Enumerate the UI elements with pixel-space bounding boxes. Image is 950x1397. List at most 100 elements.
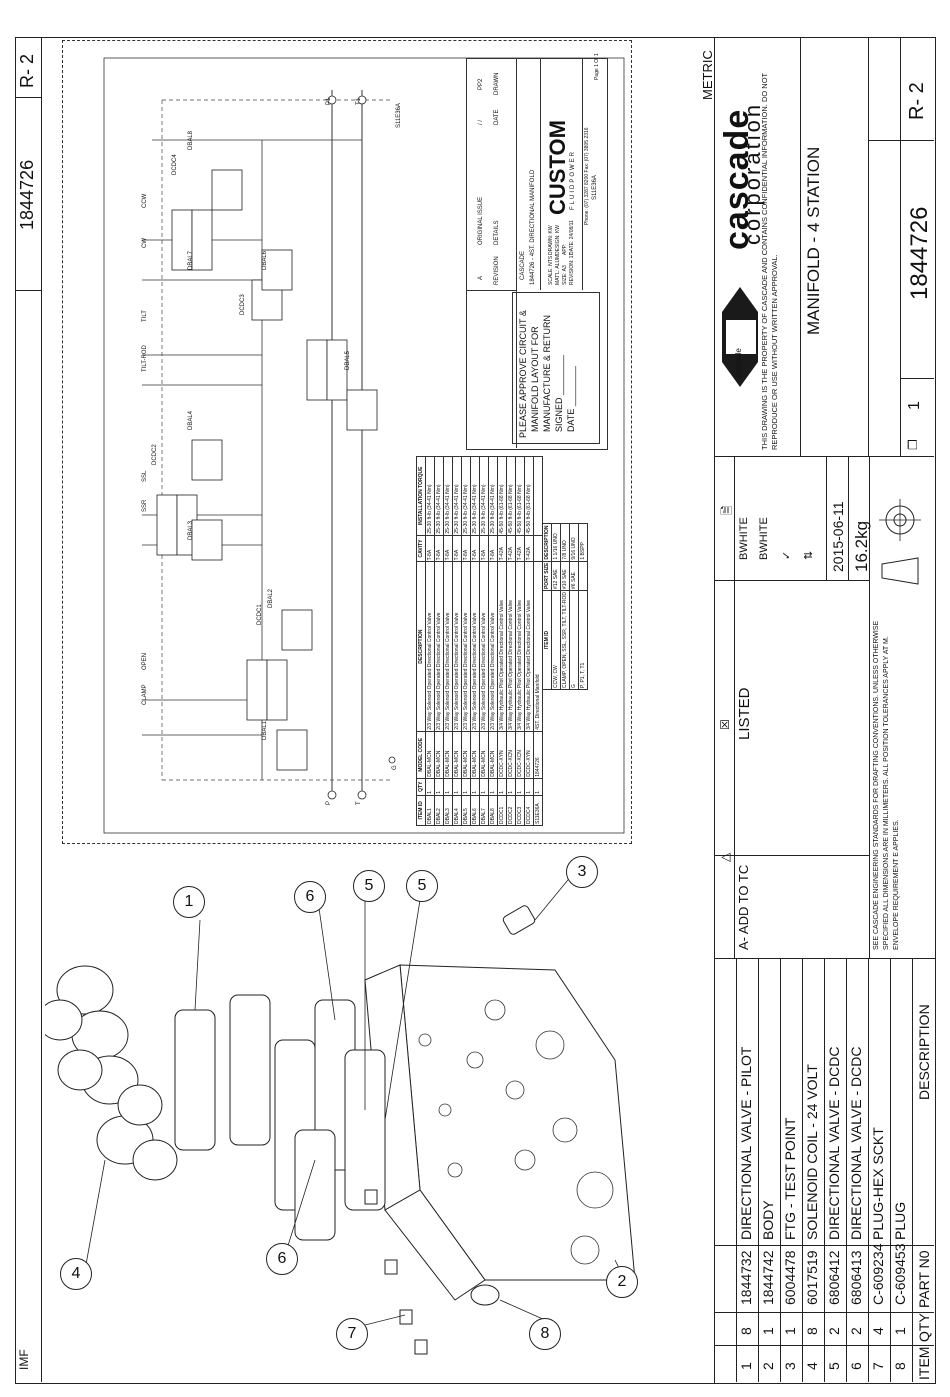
projection-symbol-icon — [875, 495, 925, 545]
check-icon: ✓ — [781, 550, 793, 560]
cascade-logo-icon — [718, 282, 763, 392]
metric-label: METRIC — [700, 50, 715, 100]
port-label-open: OPEN — [142, 652, 148, 670]
bom-row-3-desc: FTG - TEST POINT — [782, 1117, 798, 1240]
bom-header-part: PART N0 — [916, 1250, 932, 1308]
valve-label-dbal6: DBAL6 — [262, 250, 268, 270]
title-small-2: MAT'L: ALUM — [555, 254, 561, 285]
logo-text: cascade — [734, 348, 743, 378]
schematic-title-block — [466, 58, 608, 450]
callout-2: 2 — [606, 1266, 638, 1298]
valve-label-dcdc1: DCDC1 — [257, 604, 263, 625]
vendor-ref: S11E36A — [592, 175, 598, 200]
bom-row-6-part: 6806413 — [848, 1250, 864, 1305]
approval-box — [512, 292, 600, 444]
valve-label-dbal3: DBAL3 — [188, 520, 194, 540]
approval-line-1: PLEASE APPROVE CIRCUIT & — [518, 310, 528, 438]
callout-3: 3 — [566, 856, 598, 888]
doc-icon: 🗎 — [720, 505, 734, 515]
title-small-1: SCALE: NTS — [548, 255, 554, 285]
approval-line-3: MANUFACTURE & RETURN — [542, 314, 552, 432]
bom-header-qty: QTY — [916, 1313, 932, 1342]
callout-5a: 5 — [353, 870, 385, 902]
notes-area — [714, 456, 935, 958]
vendor-logo: CUSTOM — [545, 120, 570, 215]
valve-label-dbal8: DBAL8 — [188, 130, 194, 150]
title-small-8: DATE: 24/08/11 — [569, 220, 575, 255]
rev-col-revision: REVISION — [494, 256, 500, 285]
revision-tag-left: R- 2 — [17, 53, 37, 88]
title-small-5: DRAWN: KW — [548, 225, 554, 255]
schematic-customer: CASCADE — [520, 250, 526, 280]
callout-5b: 5 — [406, 870, 438, 902]
schematic-sheet — [62, 40, 632, 844]
drawing-number-title: 1844726 — [906, 206, 933, 300]
port-label-t: T — [356, 801, 362, 805]
standards-note: SEE CASCADE ENGINEERING STANDARDS FOR DR… — [873, 620, 900, 950]
bom-row-6-desc: DIRECTIONAL VALVE - DCDC — [848, 1046, 864, 1240]
confidentiality-note: THIS DRAWING IS THE PROPERTY OF CASCADE … — [760, 73, 779, 450]
sheet-number: 1 — [906, 401, 923, 410]
bom-row-4-item: 4 — [804, 1362, 820, 1370]
bom-row-4-qty: 8 — [804, 1327, 820, 1335]
rev-col-details: DETAILS — [494, 220, 500, 245]
bom-row-7-part: C-609234 — [870, 1243, 886, 1306]
color-code-2: BWHITE — [758, 517, 770, 560]
callout-6a: 6 — [294, 881, 326, 913]
port-label-ssl: SSL — [142, 470, 148, 482]
port-label-ssr: SSR — [142, 499, 148, 512]
bom-row-8-item: 8 — [892, 1362, 908, 1370]
left-strip — [15, 37, 42, 1382]
revision-note: A- ADD TO TC — [736, 864, 751, 950]
title-small-6: DESIGN: KW — [555, 224, 561, 255]
valve-label-dcdc4: DCDC4 — [172, 154, 178, 175]
vendor-phone: Phone: (07) 3287 8200 Fax: (07) 3805 231… — [584, 127, 590, 225]
bom-row-5-item: 5 — [826, 1362, 842, 1370]
rev-date: / / — [478, 119, 484, 125]
bom-row-4-desc: SOLENOID COIL - 24 VOLT — [804, 1064, 820, 1240]
bom-row-8-qty: 1 — [892, 1327, 908, 1335]
port-label-tilt-rod: TILT-ROD — [142, 345, 148, 372]
valve-label-dbal2: DBAL2 — [268, 588, 274, 608]
bom-row-8-part: C-609453 — [892, 1243, 908, 1306]
schematic-part-ref: S11E36A — [396, 103, 402, 128]
valve-label-dbal7: DBAL7 — [188, 250, 194, 270]
bom-row-2-item: 2 — [760, 1362, 776, 1370]
valve-label-dcdc2: DCDC2 — [152, 444, 158, 465]
bom-header-item: ITEM — [916, 1346, 932, 1380]
callout-4: 4 — [60, 1258, 92, 1290]
approval-line-4: SIGNED ________ — [554, 354, 564, 432]
bom-row-3-item: 3 — [782, 1362, 798, 1370]
bom-row-1-qty: 8 — [738, 1327, 754, 1335]
arrows-icon: ⇅ — [803, 550, 815, 560]
drawing-frame — [15, 37, 936, 1384]
drawing-date: 2015-06-11 — [830, 501, 846, 572]
port-label-ccw: CCW — [142, 193, 148, 208]
title-small-3: SIZE: A3 — [562, 265, 568, 285]
bom-row-1-item: 1 — [738, 1362, 754, 1370]
bom-row-1-desc: DIRECTIONAL VALVE - PILOT — [738, 1046, 754, 1240]
port-label-clamp: CLAMP — [142, 684, 148, 705]
bom-row-7-desc: PLUG-HEX SCKT — [870, 1127, 886, 1240]
bom-row-6-qty: 2 — [848, 1327, 864, 1335]
bom-row-5-part: 6806412 — [826, 1250, 842, 1305]
vendor-sub: FLUIDPOWER — [570, 149, 576, 210]
component-table: ITEM ID QTY MODEL CODE DESCRIPTION CAVIT… — [416, 456, 543, 826]
hydraulic-schematic — [103, 57, 625, 834]
bom-row-1-part: 1844732 — [738, 1250, 754, 1305]
bom-row-3-qty: 1 — [782, 1327, 798, 1335]
bom-header-desc: DESCRIPTION — [916, 1004, 932, 1100]
valve-label-dbal1: DBAL1 — [262, 720, 268, 740]
